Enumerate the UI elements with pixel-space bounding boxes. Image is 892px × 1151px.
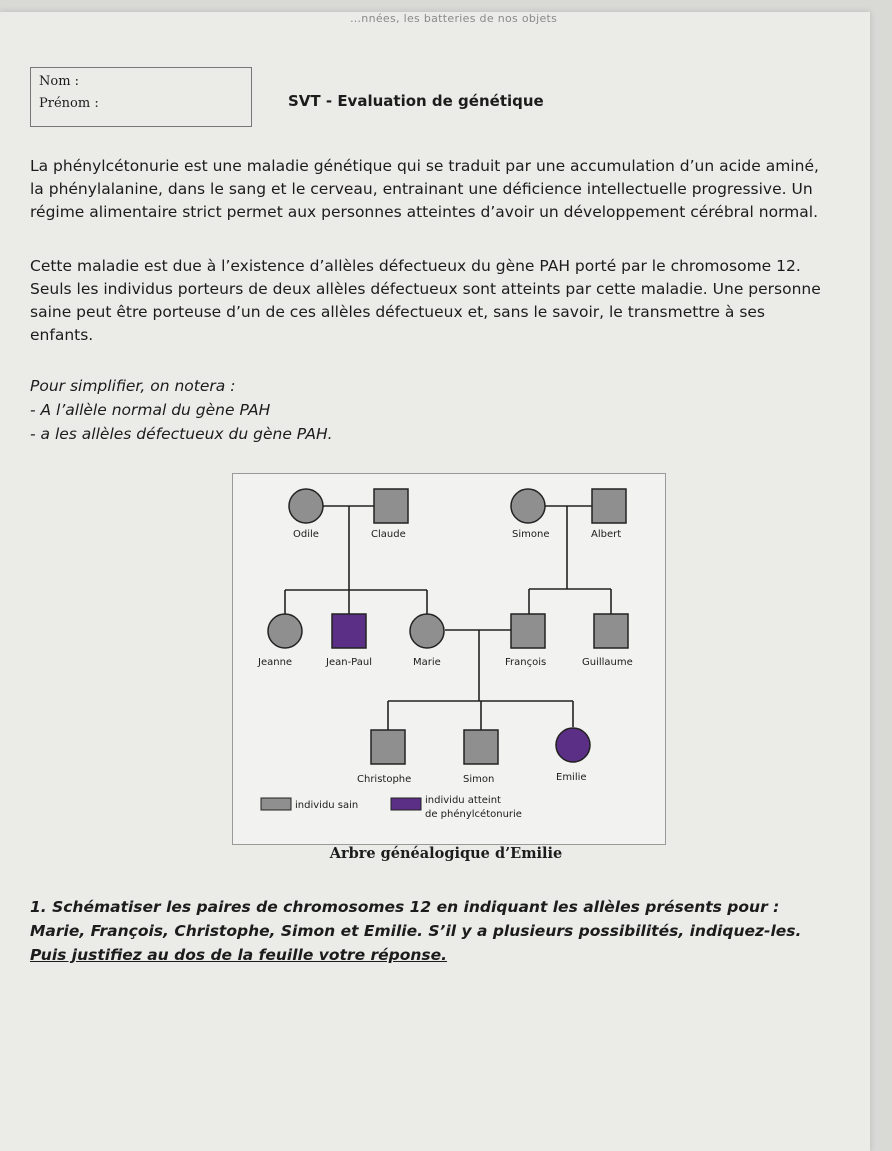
- bleed-through-text: …nnées, les batteries de nos objets: [350, 12, 558, 25]
- notation-defective-allele: - a les allèles défectueux du gène PAH.: [30, 425, 333, 443]
- christophe-symbol: [370, 729, 406, 765]
- albert-symbol: [591, 488, 627, 524]
- legend-healthy-swatch: [260, 797, 292, 811]
- notation-normal-allele: - A l’allèle normal du gène PAH: [30, 401, 271, 419]
- christophe-label: Christophe: [357, 774, 411, 785]
- question-line-3: Puis justifiez au dos de la feuille votr…: [30, 946, 448, 964]
- prenom-label: Prénom :: [39, 96, 99, 111]
- nom-label: Nom :: [39, 74, 80, 89]
- legend-affected-swatch: [390, 797, 422, 811]
- odile-symbol: [288, 488, 324, 524]
- pedigree-svg: Odile Claude Simone Albert Jeanne Jean-P…: [257, 488, 633, 820]
- student-identity-box: Nom : Prénom :: [30, 67, 252, 127]
- jeanne-label: Jeanne: [257, 657, 292, 668]
- marie-label: Marie: [413, 657, 441, 668]
- guillaume-symbol: [593, 613, 629, 649]
- simon-symbol: [463, 729, 499, 765]
- marie-symbol: [409, 613, 445, 649]
- claude-symbol: [373, 488, 409, 524]
- question-line-1: 1. Schématiser les paires de chromosomes…: [30, 898, 780, 916]
- simone-symbol: [510, 488, 546, 524]
- pedigree-caption: Arbre généalogique d’Emilie: [329, 845, 563, 862]
- notation-block: Pour simplifier, on notera : - A l’allèl…: [30, 374, 830, 446]
- albert-label: Albert: [591, 529, 621, 540]
- legend-healthy-label: individu sain: [295, 800, 358, 811]
- pedigree-lines: [284, 505, 612, 730]
- pedigree-diagram: Odile Claude Simone Albert Jeanne Jean-P…: [232, 473, 666, 845]
- cause-paragraph: Cette maladie est due à l’existence d’al…: [30, 257, 821, 344]
- question-line-2: Marie, François, Christophe, Simon et Em…: [30, 922, 802, 940]
- emilie-symbol: [555, 727, 591, 763]
- emilie-label: Emilie: [556, 772, 587, 783]
- simone-label: Simone: [512, 529, 549, 540]
- claude-label: Claude: [371, 529, 406, 540]
- page-title: SVT - Evaluation de génétique: [288, 92, 544, 110]
- jean-paul-label: Jean-Paul: [325, 657, 372, 668]
- simon-label: Simon: [463, 774, 494, 785]
- guillaume-label: Guillaume: [582, 657, 633, 668]
- francois-label: François: [505, 657, 546, 668]
- notation-intro: Pour simplifier, on notera :: [30, 377, 236, 395]
- worksheet-page: …nnées, les batteries de nos objets Nom …: [0, 12, 870, 1151]
- jean-paul-symbol: [331, 613, 367, 649]
- francois-symbol: [510, 613, 546, 649]
- legend-affected-label-1: individu atteint: [425, 795, 501, 806]
- odile-label: Odile: [293, 529, 319, 540]
- legend-affected-label-2: de phénylcétonurie: [425, 808, 522, 820]
- jeanne-symbol: [267, 613, 303, 649]
- intro-paragraph: La phénylcétonurie est une maladie génét…: [30, 157, 819, 221]
